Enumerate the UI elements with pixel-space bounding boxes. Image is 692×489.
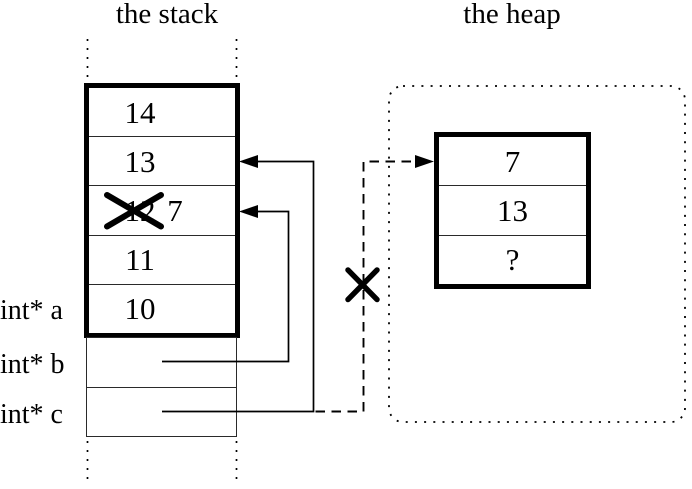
stack-cell-value: 14 <box>124 94 156 130</box>
broken-pointer-cross-icon <box>345 267 380 303</box>
arrowhead-left-icon <box>239 155 258 168</box>
heap-title: the heap <box>463 0 561 30</box>
heap-cell-value: 7 <box>504 143 521 179</box>
stack-cell-overwritten: 12 7 <box>89 185 235 234</box>
stack-cell: 13 <box>89 136 235 185</box>
stack-cell: 14 <box>89 88 235 136</box>
dangling-pointer-dashed-arrow <box>315 155 434 413</box>
stack-cell: 11 <box>89 234 235 284</box>
heap-cell-value: ? <box>439 234 586 284</box>
arrowhead-left-icon <box>239 205 258 218</box>
pointer-cell-b <box>87 338 236 387</box>
var-label-b: int* b <box>0 349 65 380</box>
arrowhead-right-icon <box>415 155 434 168</box>
pointer-cell-c <box>87 386 236 437</box>
stack-cell: 10 <box>89 283 235 333</box>
heap-cell-value: 13 <box>439 185 586 234</box>
stack-cell-value: 10 <box>124 291 156 327</box>
var-label-c: int* c <box>0 399 63 430</box>
stack-pointer-cells <box>86 337 237 437</box>
stack-frame-box: 14 13 12 7 11 10 <box>84 83 240 338</box>
stack-title: the stack <box>115 0 219 30</box>
stack-cell-value: 13 <box>124 143 156 179</box>
stack-cell-new-value: 7 <box>167 193 183 228</box>
var-label-a: int* a <box>0 295 63 326</box>
stack-cell-value: 11 <box>125 242 155 278</box>
heap-object-box: 7 13 ? <box>434 132 591 289</box>
